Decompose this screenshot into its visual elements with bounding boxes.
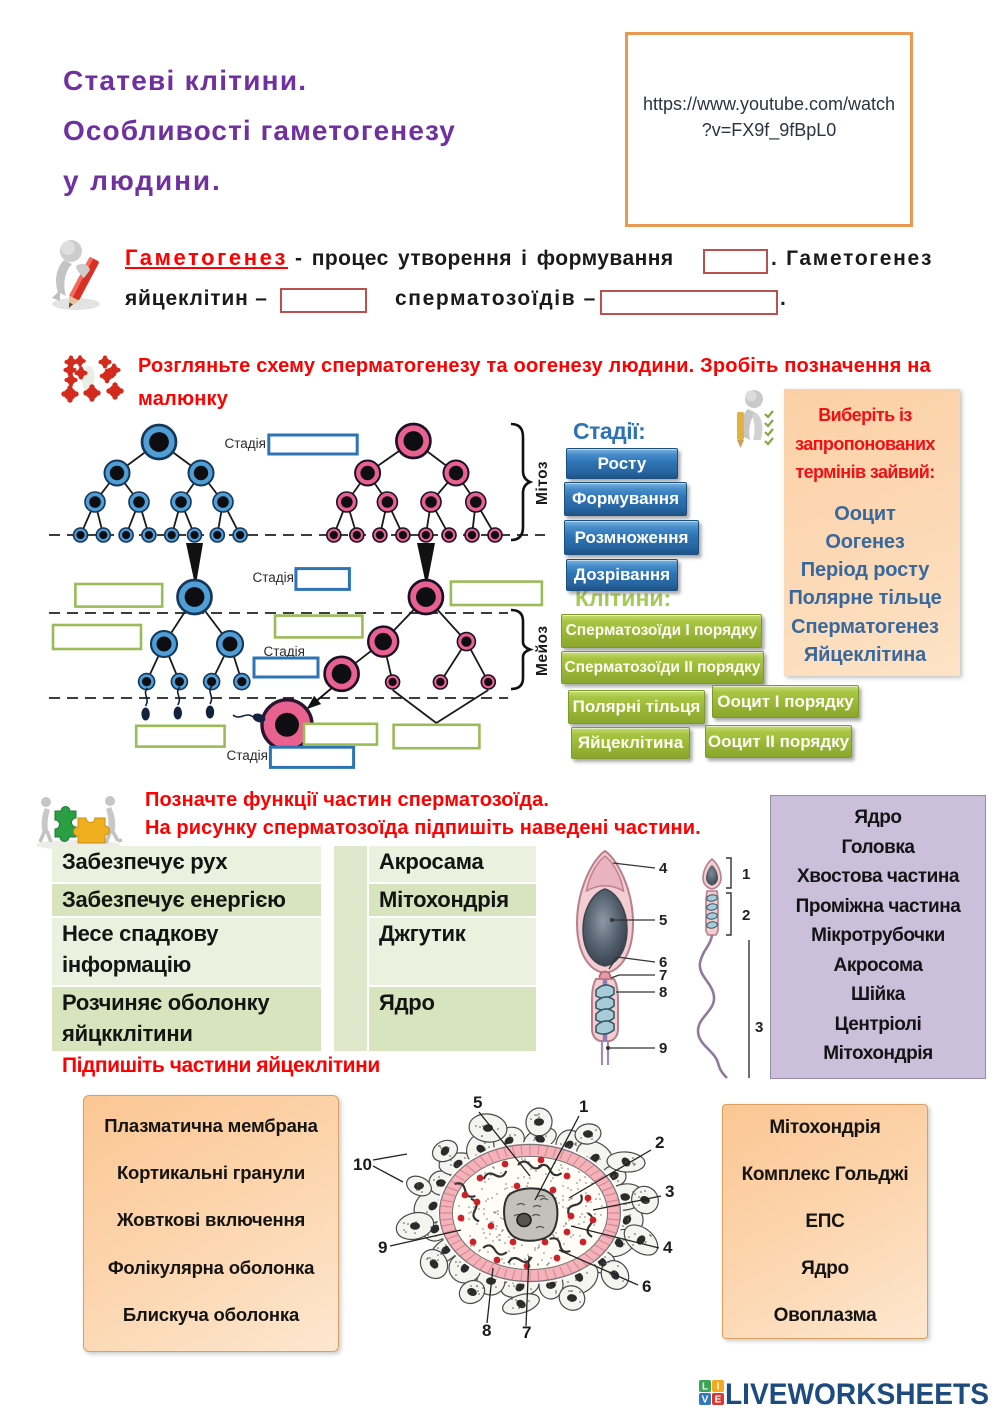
svg-text:3: 3: [665, 1182, 674, 1201]
svg-text:1: 1: [742, 866, 750, 883]
svg-text:7: 7: [659, 967, 667, 984]
svg-text:1: 1: [579, 1097, 588, 1116]
svg-text:5: 5: [473, 1093, 482, 1112]
svg-text:Стадія: Стадія: [227, 748, 268, 763]
svg-text:2: 2: [742, 907, 750, 924]
svg-text:7: 7: [522, 1323, 531, 1342]
svg-text:Стадія: Стадія: [253, 570, 294, 585]
svg-text:L: L: [702, 1382, 708, 1393]
svg-text:9: 9: [378, 1238, 387, 1257]
svg-text:2: 2: [655, 1133, 664, 1152]
svg-text:Мітоз: Мітоз: [534, 461, 551, 505]
svg-text:LIVEWORKSHEETS: LIVEWORKSHEETS: [725, 1378, 989, 1411]
svg-text:10: 10: [353, 1155, 372, 1174]
svg-text:Мейоз: Мейоз: [534, 625, 551, 676]
svg-text:4: 4: [659, 860, 668, 877]
svg-text:I: I: [717, 1382, 720, 1393]
svg-text:9: 9: [659, 1040, 667, 1057]
svg-text:E: E: [715, 1395, 722, 1406]
svg-text:Стадія: Стадія: [225, 436, 266, 451]
svg-text:3: 3: [755, 1019, 763, 1036]
svg-text:4: 4: [663, 1238, 673, 1257]
svg-text:6: 6: [659, 954, 667, 971]
svg-text:8: 8: [482, 1321, 491, 1340]
svg-text:Стадія: Стадія: [264, 644, 305, 659]
svg-text:V: V: [702, 1395, 709, 1406]
svg-text:5: 5: [659, 912, 667, 929]
svg-text:8: 8: [659, 984, 667, 1001]
svg-text:6: 6: [642, 1277, 651, 1296]
